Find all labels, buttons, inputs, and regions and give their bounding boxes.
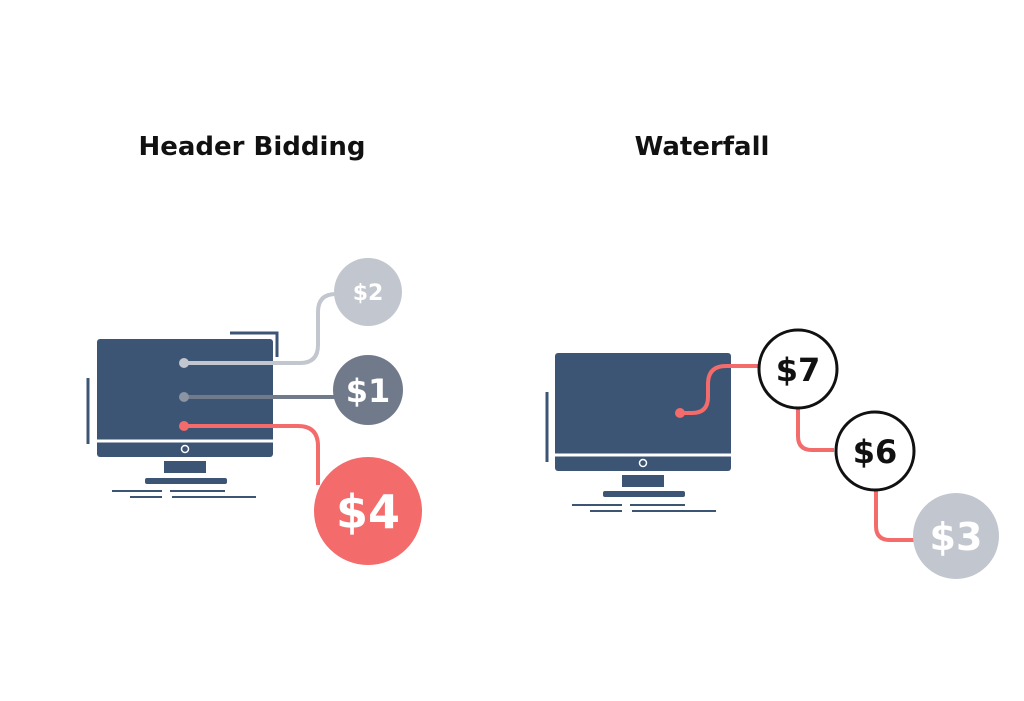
connector-line bbox=[796, 408, 834, 452]
connector-line bbox=[874, 490, 918, 542]
bid-price: $2 bbox=[353, 281, 384, 306]
connector-line bbox=[184, 424, 320, 485]
waterfall-title: Waterfall bbox=[634, 132, 770, 162]
bid-price: $3 bbox=[930, 515, 983, 559]
header-bidding-title: Header Bidding bbox=[138, 132, 366, 162]
connector-line bbox=[184, 292, 345, 365]
connector-dot bbox=[179, 392, 189, 402]
bid-circle: $1 bbox=[333, 355, 403, 425]
bid-price: $6 bbox=[853, 433, 898, 471]
bid-circle: $6 bbox=[834, 410, 916, 492]
bid-price: $1 bbox=[346, 372, 391, 410]
header-bidding-monitor-icon bbox=[86, 331, 279, 498]
connector-dot bbox=[179, 421, 189, 431]
bid-price: $4 bbox=[336, 485, 400, 539]
connector-line bbox=[680, 364, 760, 415]
connector-dot bbox=[179, 358, 189, 368]
winning-bid-circle: $4 bbox=[314, 457, 422, 565]
connector-dot bbox=[675, 408, 685, 418]
waterfall-monitor-icon bbox=[545, 353, 731, 512]
bid-circle: $3 bbox=[913, 493, 999, 579]
bid-circle: $2 bbox=[334, 258, 402, 326]
bid-circle: $7 bbox=[757, 328, 839, 410]
bid-price: $7 bbox=[776, 351, 821, 389]
